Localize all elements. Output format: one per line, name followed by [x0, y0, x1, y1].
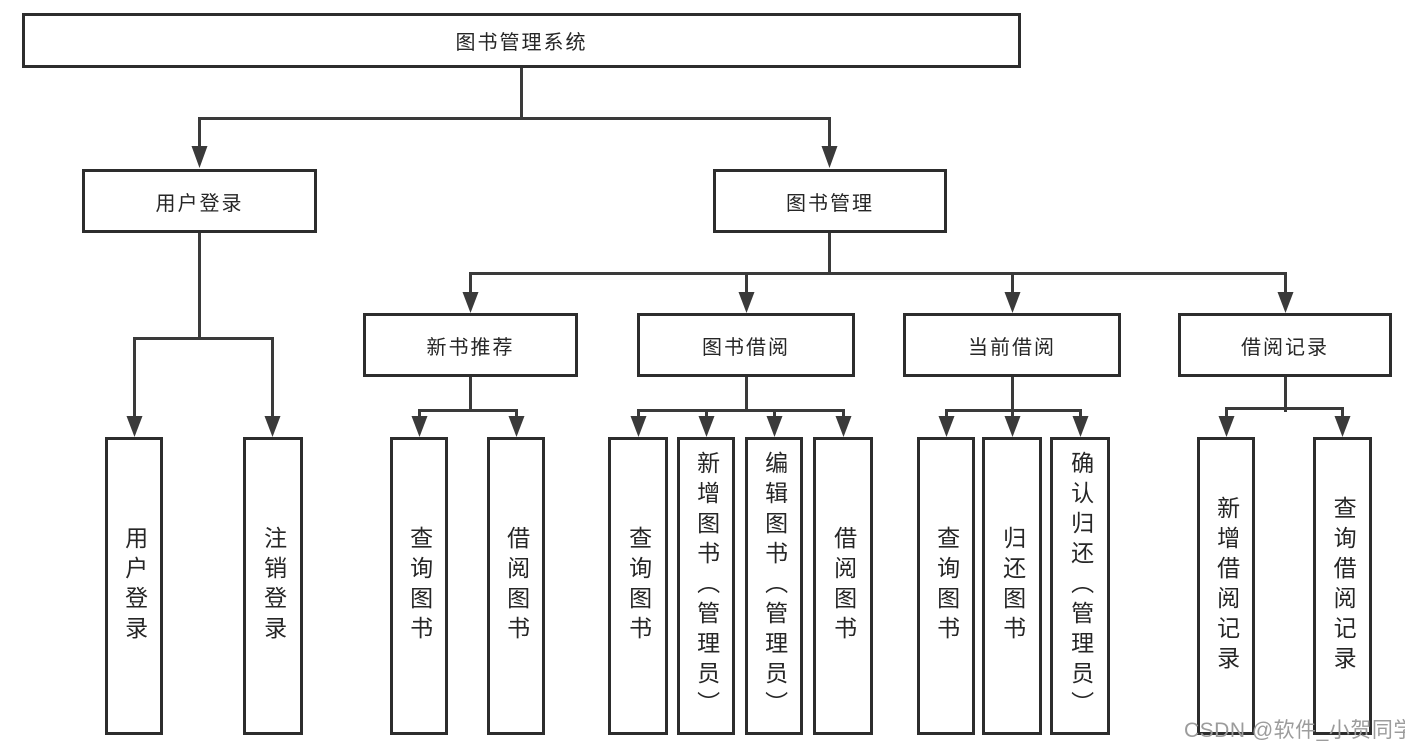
arrowhead	[462, 292, 479, 313]
connector-current-borrow-children	[938, 377, 1089, 437]
leaf-add-borrow-record: 新增借阅记录	[1197, 437, 1255, 735]
leaf-return-book: 归还图书	[982, 437, 1042, 735]
leaf-confirm-return-admin: 确认归还（管理员）	[1050, 437, 1110, 735]
arrowhead	[1004, 416, 1021, 437]
leaf-edit-book-admin: 编辑图书（管理员）	[745, 437, 803, 735]
arrowhead	[264, 416, 281, 437]
connector-book-borrow-children	[630, 377, 852, 437]
leaf-query-book-1: 查询图书	[390, 437, 448, 735]
arrowhead	[411, 416, 428, 437]
leaf-label: 借阅图书	[503, 526, 530, 646]
node-new-book-rec: 新书推荐	[363, 313, 578, 377]
leaf-label: 查询图书	[625, 526, 652, 646]
arrowhead	[1277, 292, 1294, 313]
leaf-borrow-book-1: 借阅图书	[487, 437, 545, 735]
node-user-login: 用户登录	[82, 169, 317, 233]
connector-new-book-rec-children	[411, 377, 525, 437]
node-book-mgmt: 图书管理	[713, 169, 947, 233]
arrowhead	[938, 416, 955, 437]
arrowhead	[835, 416, 852, 437]
connector-borrow-records-children	[1218, 377, 1351, 437]
leaf-label: 借阅图书	[830, 526, 857, 646]
watermark: CSDN @软件_小贺同学	[1184, 719, 1405, 742]
arrowhead	[630, 416, 647, 437]
arrowhead	[738, 292, 755, 313]
arrowhead	[1004, 292, 1021, 313]
connector-book-mgmt-children	[462, 233, 1294, 313]
leaf-label: 新增借阅记录	[1213, 496, 1240, 676]
node-current-borrow: 当前借阅	[903, 313, 1121, 377]
arrowhead	[1334, 416, 1351, 437]
leaf-label: 确认归还（管理员）	[1067, 451, 1094, 721]
leaf-user-login: 用户登录	[105, 437, 163, 735]
leaf-label: 查询图书	[406, 526, 433, 646]
leaf-query-book-2: 查询图书	[608, 437, 668, 735]
leaf-label: 新增图书（管理员）	[693, 451, 720, 721]
node-borrow-records: 借阅记录	[1178, 313, 1392, 377]
leaf-logout: 注销登录	[243, 437, 303, 735]
arrowhead	[766, 416, 783, 437]
leaf-query-borrow-record: 查询借阅记录	[1313, 437, 1372, 735]
arrowhead	[1072, 416, 1089, 437]
connector-root-to-level2	[191, 68, 838, 168]
leaf-query-book-3: 查询图书	[917, 437, 975, 735]
node-root: 图书管理系统	[22, 13, 1021, 68]
arrowhead	[508, 416, 525, 437]
arrowhead	[191, 146, 208, 168]
arrowhead	[698, 416, 715, 437]
arrowhead	[821, 146, 838, 168]
leaf-add-book-admin: 新增图书（管理员）	[677, 437, 735, 735]
leaf-borrow-book-2: 借阅图书	[813, 437, 873, 735]
node-book-borrow: 图书借阅	[637, 313, 855, 377]
leaf-label: 查询借阅记录	[1330, 496, 1357, 676]
leaf-label: 查询图书	[933, 526, 960, 646]
arrowhead	[1218, 416, 1235, 437]
connector-user-login-children	[126, 233, 281, 437]
leaf-label: 编辑图书（管理员）	[761, 451, 788, 721]
leaf-label: 注销登录	[260, 526, 287, 646]
leaf-label: 用户登录	[121, 526, 148, 646]
arrowhead	[126, 416, 143, 437]
leaf-label: 归还图书	[999, 526, 1026, 646]
